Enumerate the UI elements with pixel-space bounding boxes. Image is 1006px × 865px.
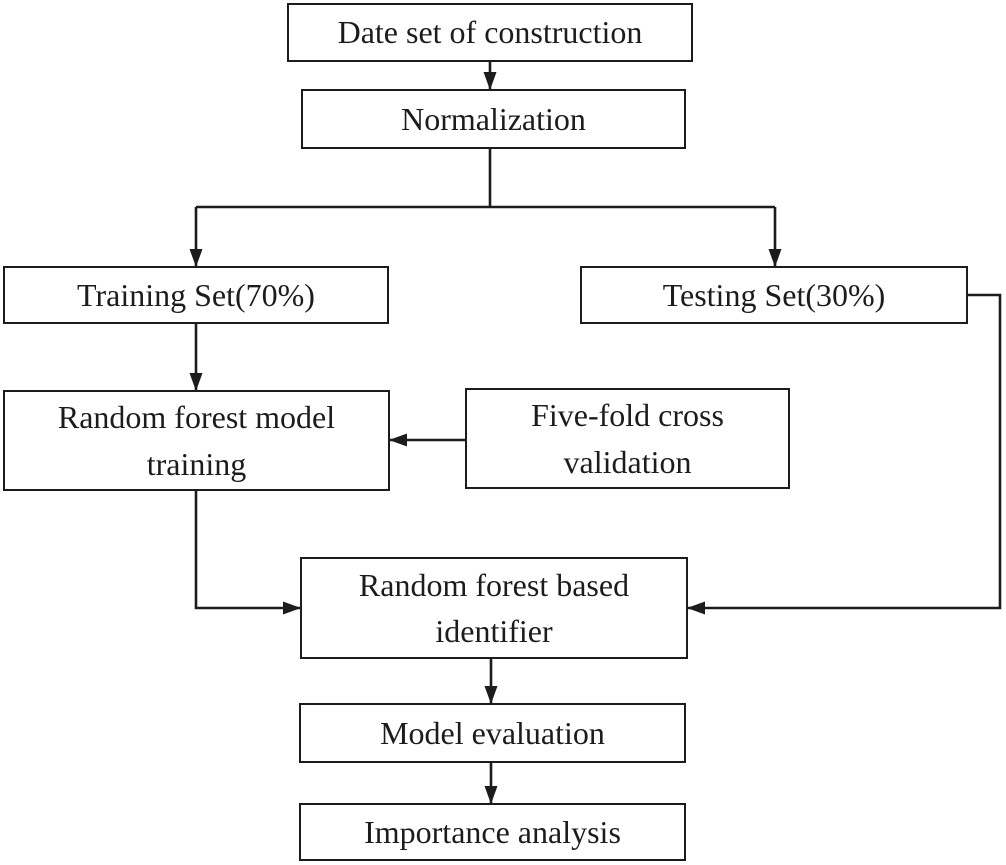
node-normalization: Normalization [301, 89, 686, 149]
arrow-rf-training-to-identifier [194, 491, 301, 615]
node-testing-set-label: Testing Set(30%) [662, 276, 886, 313]
node-random-forest-identifier: Random forest based identifier [300, 557, 688, 659]
node-model-evaluation: Model evaluation [299, 703, 686, 763]
node-testing-set: Testing Set(30%) [580, 266, 968, 324]
node-importance-analysis-label: Importance analysis [364, 813, 621, 850]
node-importance-analysis: Importance analysis [299, 803, 686, 861]
node-five-fold-cross-validation: Five-fold cross validation [465, 388, 790, 489]
node-model-evaluation-label: Model evaluation [380, 714, 605, 751]
node-training-set: Training Set(70%) [3, 266, 389, 324]
node-dataset: Date set of construction [287, 3, 693, 62]
node-random-forest-training: Random forest model training [3, 390, 390, 491]
node-five-fold-cross-validation-label: Five-fold cross validation [531, 397, 724, 480]
arrow-testing-to-identifier [687, 293, 1002, 615]
node-random-forest-training-label: Random forest model training [57, 399, 336, 482]
node-dataset-label: Date set of construction [337, 14, 643, 51]
node-normalization-label: Normalization [401, 100, 586, 137]
node-training-set-label: Training Set(70%) [77, 276, 315, 313]
node-random-forest-identifier-label: Random forest based identifier [358, 566, 630, 649]
